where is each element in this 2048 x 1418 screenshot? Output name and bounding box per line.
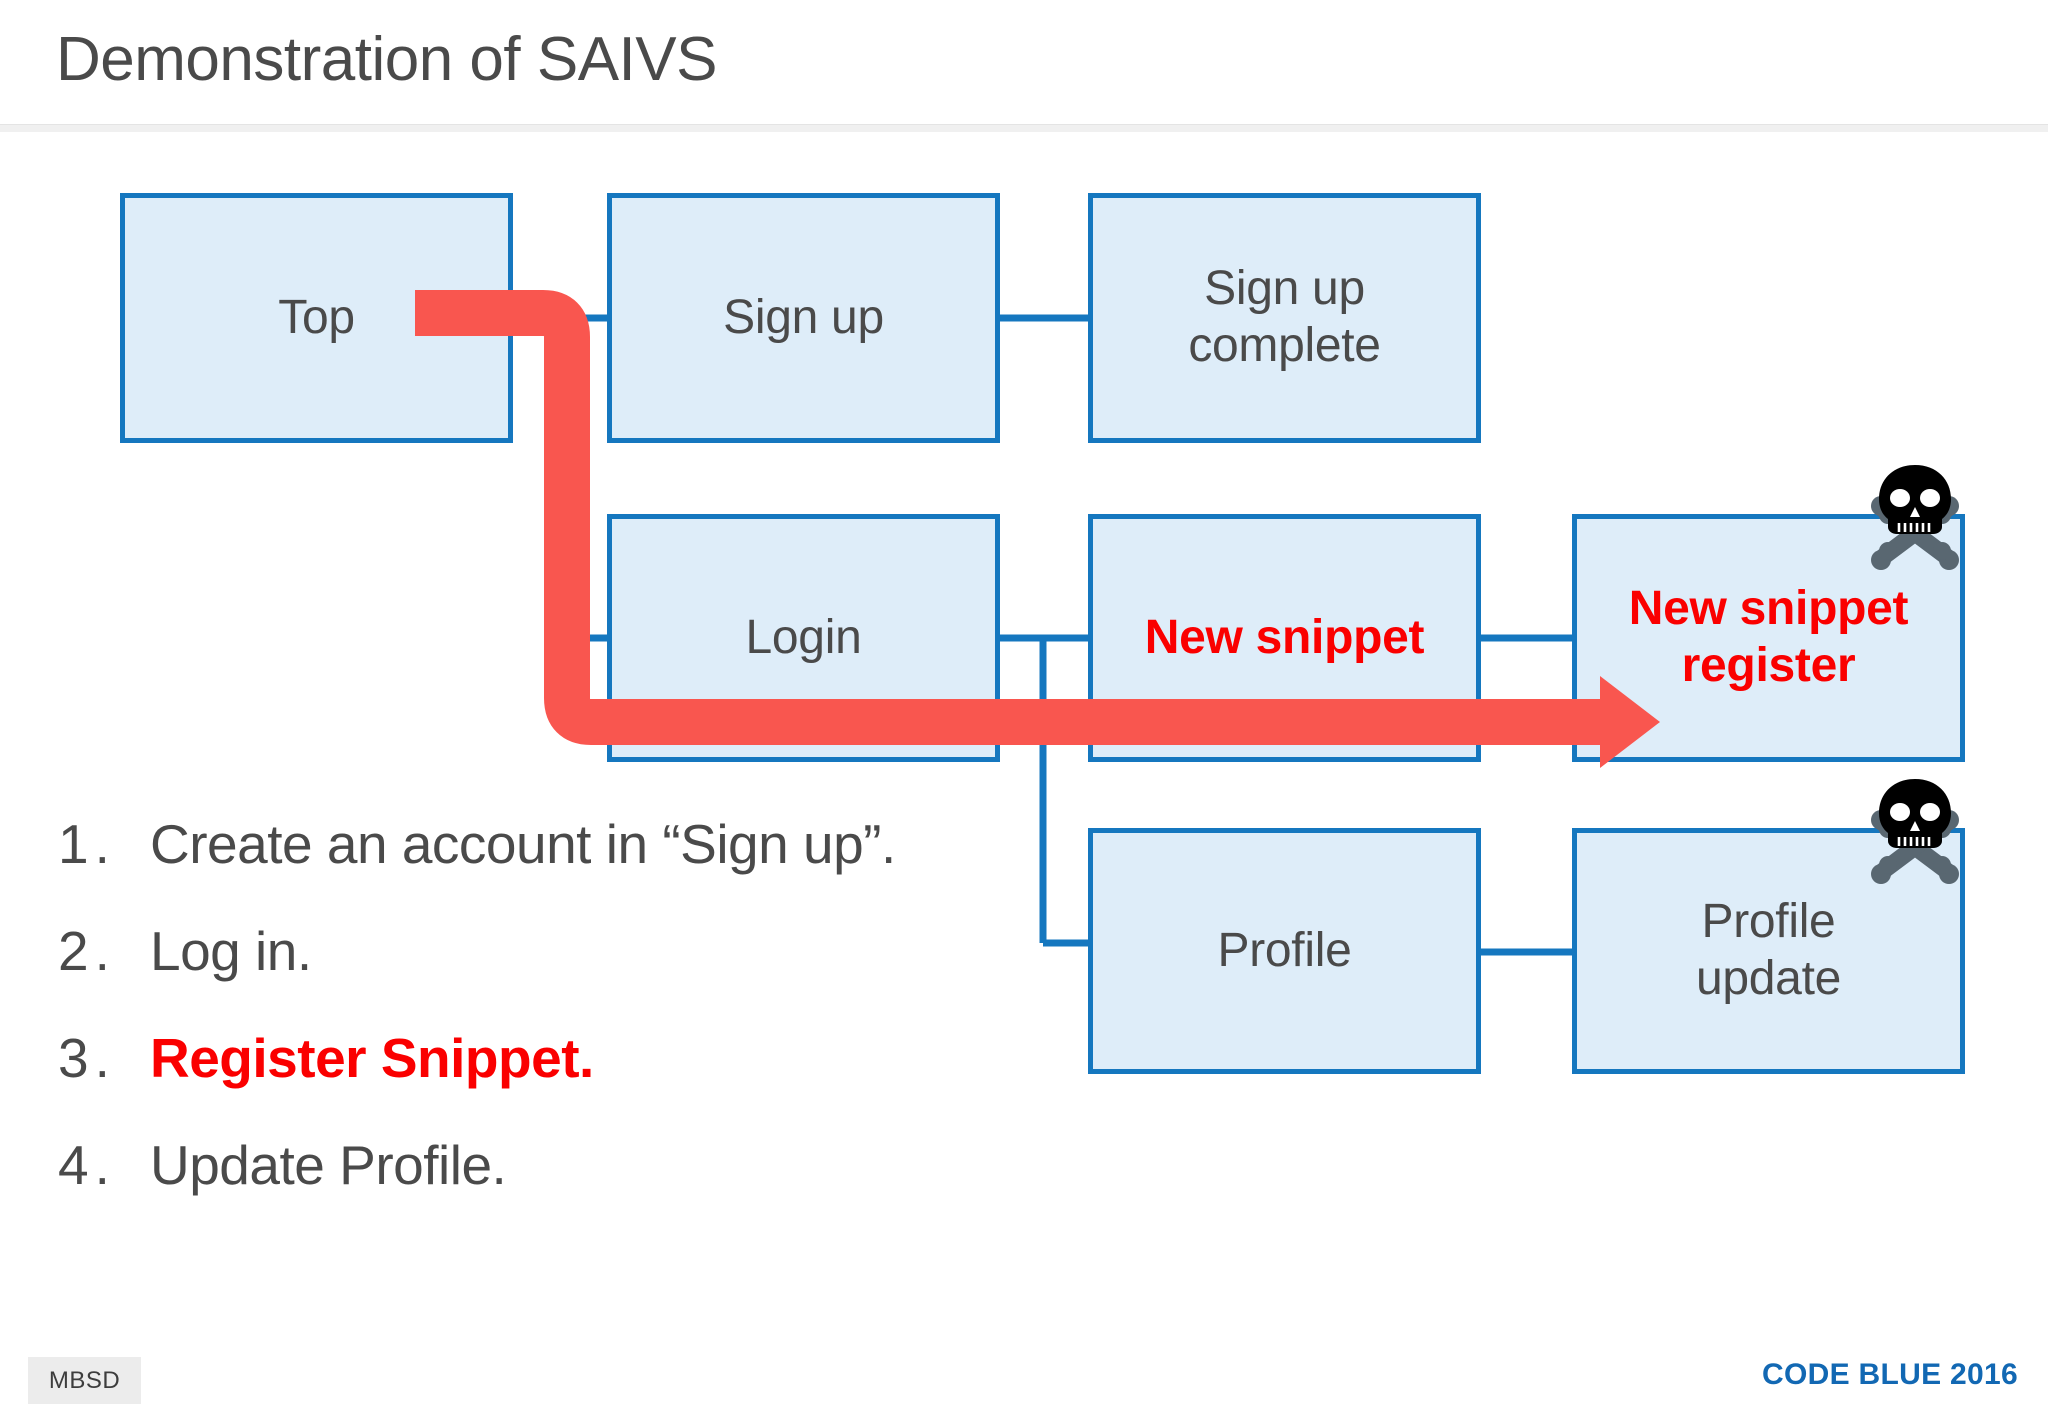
flow-box-new-snippet-label: New snippet — [1144, 610, 1425, 664]
step-text: Update Profile. — [150, 1134, 507, 1196]
step-number: 3. — [58, 1027, 116, 1089]
step-text-highlighted: Register Snippet. — [150, 1027, 594, 1089]
step-number: 4. — [58, 1134, 116, 1196]
list-item: 1. Create an account in “Sign up”. — [58, 812, 1058, 919]
title-divider — [0, 124, 2048, 132]
step-text: Log in. — [150, 920, 312, 982]
list-item: 4. Update Profile. — [58, 1133, 1058, 1240]
flow-box-profile-label: Profile — [1217, 923, 1352, 977]
page-title: Demonstration of SAIVS — [56, 25, 717, 94]
flow-box-signup-complete-label-line2: complete — [1188, 319, 1381, 372]
step-number: 1. — [58, 813, 116, 875]
flow-box-new-snippet-register-label-line2: register — [1681, 639, 1856, 692]
step-number: 2. — [58, 920, 116, 982]
flow-box-profile-update-label-line2: update — [1695, 952, 1841, 1005]
flow-box-login[interactable]: Login — [607, 514, 1000, 762]
flow-box-profile-update[interactable]: Profile update — [1572, 828, 1965, 1074]
flow-box-signup-complete-label-line1: Sign up — [1204, 262, 1365, 316]
flow-box-top[interactable]: Top — [120, 193, 513, 443]
flow-box-profile[interactable]: Profile — [1088, 828, 1481, 1074]
mbsd-logo: MBSD — [28, 1357, 141, 1404]
list-item: 3. Register Snippet. — [58, 1026, 1058, 1133]
flow-box-top-label: Top — [278, 290, 355, 344]
flow-box-new-snippet-register[interactable]: New snippet register — [1572, 514, 1965, 762]
flow-box-signup[interactable]: Sign up — [607, 193, 1000, 443]
step-text: Create an account in “Sign up”. — [150, 813, 896, 875]
flow-box-profile-update-label-line1: Profile — [1701, 895, 1836, 949]
flow-box-signup-label: Sign up — [723, 290, 884, 344]
flow-box-new-snippet-register-label-line1: New snippet — [1628, 582, 1909, 636]
conference-tag: CODE BLUE 2016 — [1762, 1358, 2018, 1391]
list-item: 2. Log in. — [58, 919, 1058, 1026]
flow-box-new-snippet[interactable]: New snippet — [1088, 514, 1481, 762]
steps-list: 1. Create an account in “Sign up”. 2. Lo… — [58, 812, 1058, 1240]
flow-box-login-label: Login — [745, 610, 862, 664]
flow-box-signup-complete[interactable]: Sign up complete — [1088, 193, 1481, 443]
